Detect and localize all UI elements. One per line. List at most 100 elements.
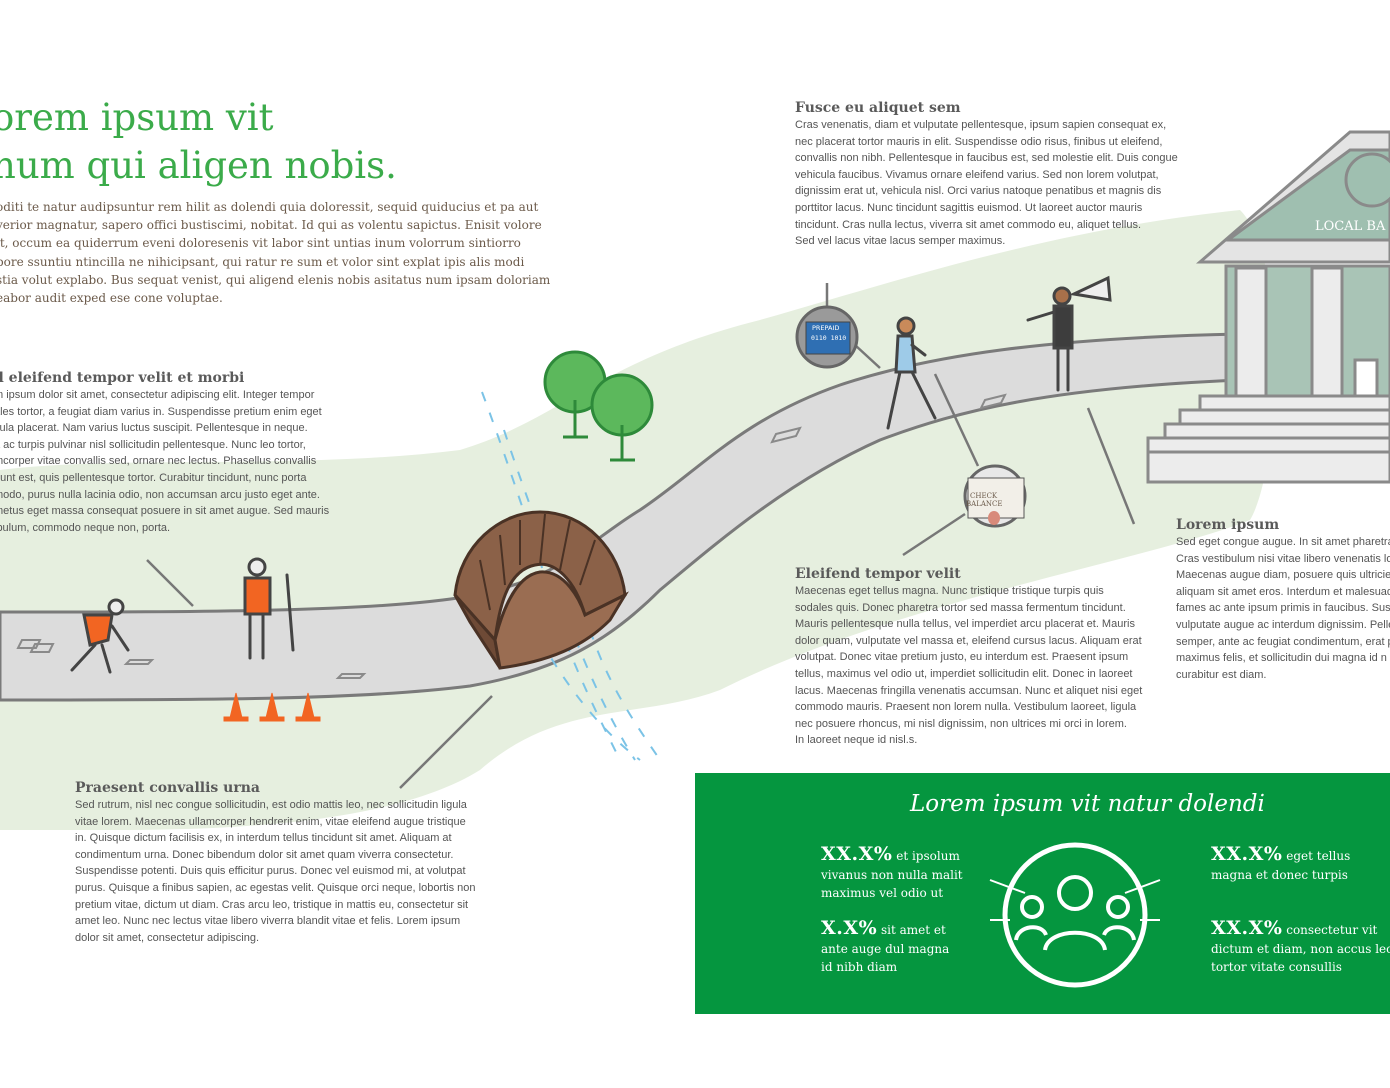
road-markings — [16, 393, 1007, 679]
stat-4: XX.X% consectetur vit dictum et diam, no… — [1211, 919, 1390, 977]
section-left-heading: d eleifend tempor velit et morbi — [0, 370, 245, 386]
section-middle-heading: Eleifend tempor velit — [795, 566, 961, 582]
intro-line: oditi te natur audipsuntur rem hilit as … — [0, 200, 539, 214]
section-right-line: Cras vestibulum nisi vitae libero venena… — [1176, 552, 1390, 565]
section-left-line: metus eget massa consequat posuere in si… — [0, 505, 330, 518]
stat-4-text: dictum et diam, non accus leo — [1211, 941, 1390, 956]
stats-infobox: Lorem ipsum vit natur dolendi XX.X% et i… — [695, 773, 1390, 1014]
section-right-line: aliquam sit amet eros. Interdum et males… — [1176, 585, 1390, 598]
section-top-line: Cras venenatis, diam et vulputate pellen… — [795, 119, 1167, 131]
bank-sign: LOCAL BA — [1315, 219, 1386, 234]
section-middle-line: sodales quis. Donec pharetra tortor sed … — [795, 601, 1126, 614]
section-middle-line: volutpat. Donec vitae pretium justo, eu … — [795, 651, 1129, 664]
section-top: Fusce eu aliquet sem Cras venenatis, dia… — [795, 100, 1178, 250]
section-top-line: vehicula faucibus. Vivamus ornare eleife… — [795, 168, 1159, 181]
section-middle-line: lacus. Maecenas fringilla venenatis accu… — [795, 684, 1143, 697]
section-top-heading: Fusce eu aliquet sem — [795, 100, 961, 116]
section-middle-line: dolor quam, vulputate vel massa et, elei… — [795, 634, 1142, 647]
section-bottom-left-line: purus. Quisque a finibus sapien, ac eges… — [75, 881, 476, 894]
section-right-line: maximus felis, et sollicitudin dui magna… — [1176, 652, 1387, 665]
intro-line: verior magnatur, sapero offici bustiscim… — [0, 218, 542, 233]
stat-2-text: id nibh diam — [821, 960, 898, 974]
section-top-line: convallis non nibh. Pellentesque in fauc… — [795, 152, 1178, 165]
walking-person — [886, 316, 937, 430]
stat-3: XX.X% eget tellus magna et donec turpis — [1211, 845, 1350, 884]
stat-1-text: maximus vel odio ut — [821, 886, 944, 900]
section-left-line: modo, purus nulla lacinia odio, non accu… — [0, 488, 320, 501]
section-bottom-left-line: Suspendisse potenti. Duis quis efficitur… — [75, 865, 466, 878]
bridge — [453, 510, 629, 670]
stat-2: X.X% sit amet et ante auge dul magna id … — [821, 919, 949, 977]
section-right: Lorem ipsum Sed eget congue augue. In si… — [1176, 517, 1390, 683]
leader-lines — [146, 283, 1136, 789]
section-bottom-left-heading: Praesent convallis urna — [75, 780, 260, 796]
section-middle-line: nec posuere rhoncus, mi nisl dignissim, … — [795, 717, 1127, 730]
stat-1-text: et ipsolum — [896, 849, 960, 863]
section-middle: Eleifend tempor velit Maecenas eget tell… — [795, 566, 1142, 749]
section-bottom-left-line: dolor sit amet, consectetur adipiscing. — [75, 931, 260, 944]
section-left-line: ales tortor, a feugiat diam varius in. S… — [0, 405, 322, 418]
stat-1-value: XX.X% — [821, 843, 893, 865]
intro-paragraph: oditi te natur audipsuntur rem hilit as … — [0, 198, 550, 307]
title-line-2: num qui aligen nobis. — [0, 144, 397, 187]
section-top-line: Sed vel lacus vitae lacus semper maximus… — [795, 235, 1006, 248]
section-bottom-left-line: amet leo. Nunc nec lectus vitae libero v… — [75, 915, 461, 928]
megaphone-man — [1026, 275, 1112, 392]
bank-building: LOCAL BA — [1146, 130, 1390, 484]
intro-line: stia volut explabo. Bus sequat venist, q… — [0, 272, 551, 287]
phone-label-balance: BALANCE — [966, 500, 1003, 508]
section-right-line: fames ac ante ipsum primis in faucibus. … — [1176, 602, 1390, 615]
intro-line: eabor audit exped ese cone voluptae. — [0, 291, 223, 306]
section-middle-line: Mauris pellentesque nulla tellus, vel im… — [795, 618, 1135, 631]
section-bottom-left-line: Sed rutrum, nisl nec congue sollicitudin… — [75, 799, 467, 811]
trees — [543, 350, 654, 462]
construction-workers — [70, 557, 295, 674]
section-left-line: a ac turpis pulvinar nisl sollicitudin p… — [0, 438, 306, 451]
section-right-heading: Lorem ipsum — [1176, 517, 1280, 533]
title-line-1: orem ipsum vit — [0, 96, 274, 139]
check-balance-callout: CHECK BALANCE — [963, 464, 1027, 528]
section-left-line: mcorper vitae convallis sed, ornare nec … — [0, 455, 317, 468]
section-middle-line: commodo mauris. Praesent non lorem nulla… — [795, 701, 1137, 714]
stat-4-value: XX.X% — [1211, 917, 1283, 939]
section-top-line: porttitor lacus. Nunc tincidunt sagittis… — [795, 201, 1143, 214]
infobox-title: Lorem ipsum vit natur dolendi — [910, 791, 1265, 817]
section-top-line: dignissim erat ut, vehicula nisl. Orci v… — [795, 185, 1162, 198]
section-right-line: vulputate augue ac interdum dignissim. P… — [1176, 618, 1390, 631]
section-top-line: nec placerat tortor mauris in elit. Susp… — [795, 135, 1163, 148]
section-bottom-left-line: condimentum urna. Donec bibendum dolor s… — [75, 848, 454, 861]
section-left-line: dunt est, quis pellentesque tortor. Cura… — [0, 471, 307, 484]
section-left-line: cula placerat. Nam varius luctus suscipi… — [0, 422, 308, 435]
stat-2-text: sit amet et — [880, 923, 946, 937]
section-middle-line: tellus, maximus vel odio ut, imperdiet s… — [795, 667, 1133, 680]
prepaid-card-callout: PREPAID 0110 1010 — [795, 305, 859, 369]
section-bottom-left: Praesent convallis urna Sed rutrum, nisl… — [75, 780, 476, 946]
intro-line: pore ssuntiu ntincilla ne nihicipsant, q… — [0, 254, 525, 269]
section-right-line: semper, ante ac feugiat condimentum, era… — [1176, 635, 1390, 648]
stat-4-text: consectetur vit — [1286, 923, 1378, 937]
section-middle-line: Maecenas eget tellus magna. Nunc tristiq… — [795, 585, 1104, 597]
section-bottom-left-line: pretium vitae, dictum ut diam. Cras arcu… — [75, 898, 469, 911]
section-right-line: curabitur est diam. — [1176, 668, 1267, 681]
card-label: PREPAID — [812, 324, 839, 332]
section-middle-line: In laoreet neque id nisl.s. — [795, 734, 918, 747]
section-left-line: m ipsum dolor sit amet, consectetur adip… — [0, 389, 315, 401]
community-icon — [989, 842, 1161, 988]
stat-4-text: tortor vitate consullis — [1211, 960, 1342, 974]
stat-2-value: X.X% — [821, 917, 878, 939]
section-left: d eleifend tempor velit et morbi m ipsum… — [0, 370, 329, 536]
stat-1-text: vivanus non nulla malit — [821, 867, 963, 882]
stat-3-text: eget tellus — [1286, 849, 1351, 863]
section-bottom-left-line: vitae lorem. Maecenas ullamcorper hendre… — [75, 815, 466, 828]
stat-3-value: XX.X% — [1211, 843, 1283, 865]
intro-line: it, occum ea quiderrum eveni doloresenis… — [0, 236, 521, 251]
stat-2-text: ante auge dul magna — [821, 941, 950, 956]
section-right-line: Sed eget congue augue. In sit amet phare… — [1176, 536, 1390, 548]
section-bottom-left-line: in. Quisque dictum facilisis ex, in inte… — [75, 832, 452, 845]
phone-label-check: CHECK — [970, 492, 998, 500]
card-number: 0110 1010 — [811, 334, 846, 342]
stat-3-text: magna et donec turpis — [1211, 867, 1348, 882]
traffic-cones — [223, 692, 321, 722]
page-title: orem ipsum vit num qui aligen nobis. — [0, 94, 397, 190]
